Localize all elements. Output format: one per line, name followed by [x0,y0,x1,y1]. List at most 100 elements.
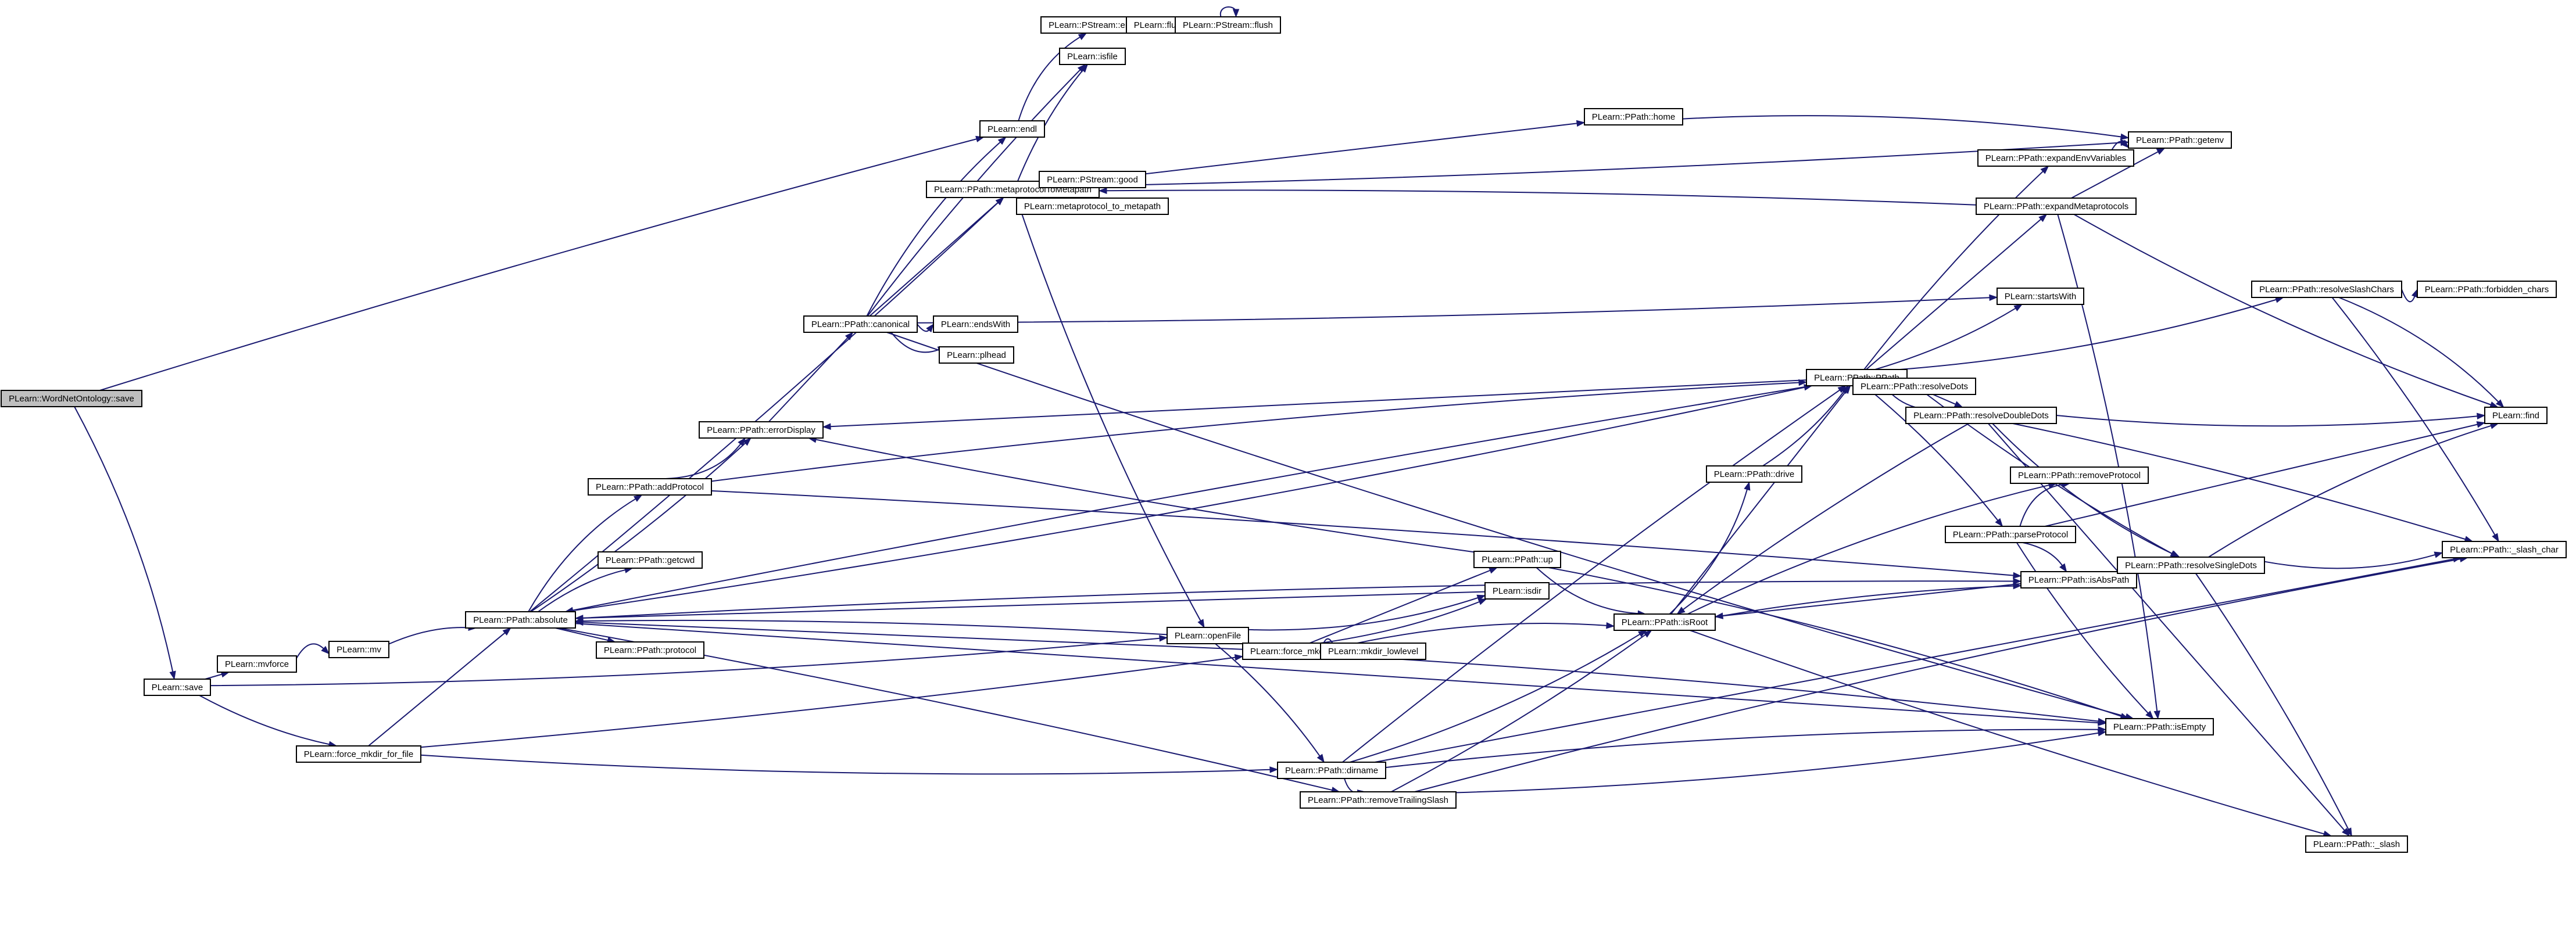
node-ppath-resolvedoubledots[interactable]: PLearn::PPath::resolveDoubleDots [1905,407,2057,424]
edge-openfile-to-isdir [1248,597,1479,631]
node-box [2128,131,2232,149]
arrowhead-icon [1232,9,1240,18]
arrowhead-icon [995,197,1004,206]
node-wordnetontology-save[interactable]: PLearn::WordNetOntology::save [1,390,142,407]
node-ppath-errordisplay[interactable]: PLearn::PPath::errorDisplay [699,421,824,439]
arrowhead-icon [1489,567,1498,574]
arrowhead-icon [2411,288,2418,298]
node-label: PLearn::PPath::absolute [473,615,568,625]
node-isdir[interactable]: PLearn::isdir [1484,582,1550,600]
node-endl[interactable]: PLearn::endl [979,120,1045,138]
node-ppath-isroot[interactable]: PLearn::PPath::isRoot [1613,613,1716,631]
node-ppath-forbidden-chars[interactable]: PLearn::PPath::forbidden_chars [2417,281,2557,298]
arrowhead-icon [2097,717,2107,725]
node-ppath-expandmetaprotocols[interactable]: PLearn::PPath::expandMetaprotocols [1976,198,2137,215]
edge-ppath-resolvedoubledots-to-ppath-isroot [1682,423,1969,611]
node-box [2305,835,2408,853]
node-mkdir-lowlevel[interactable]: PLearn::mkdir_lowlevel [1320,643,1426,660]
edge-ppath-resolvesingledots-to-ppath--slash-char [2264,554,2436,569]
node-label: PLearn::PPath::_slash_char [2450,545,2559,555]
edge-ppath-resolvedoubledots-to-find [2056,415,2478,427]
node-box [296,745,421,763]
node-ppath-resolveslashchars[interactable]: PLearn::PPath::resolveSlashChars [2251,281,2402,298]
edge-ppath-addprotocol-to-ppath-ppath [711,382,1800,482]
node-label: PLearn::PPath::removeTrailingSlash [1308,795,1448,805]
edge-ppath-ppath-to-ppath-expandmetaprotocols [1866,218,2042,370]
node-ppath-resolvedots[interactable]: PLearn::PPath::resolveDots [1852,378,1976,395]
node-ppath-getcwd[interactable]: PLearn::PPath::getcwd [598,551,703,569]
node-ppath-canonical[interactable]: PLearn::PPath::canonical [803,315,918,333]
node-save[interactable]: PLearn::save [144,679,211,696]
node-label: PLearn::PPath::resolveDots [1861,382,1968,392]
node-box [1167,627,1249,644]
node-ppath-drive[interactable]: PLearn::PPath::drive [1706,465,1802,483]
node-label: PLearn::plhead [947,350,1006,360]
node-box [2010,466,2149,484]
arrowhead-icon [2097,730,2107,737]
node-isfile[interactable]: PLearn::isfile [1059,48,1126,65]
node-label: PLearn::PPath::isEmpty [2113,722,2206,732]
edge-ppath-up-to-ppath-isroot [1536,567,1639,615]
edge-ppath-drive-to-ppath-ppath [1762,391,1845,466]
node-ppath-isabspath[interactable]: PLearn::PPath::isAbsPath [2020,571,2137,588]
node-ppath-isempty[interactable]: PLearn::PPath::isEmpty [2105,718,2214,735]
node-box [2117,557,2265,574]
node-ppath-parseprotocol[interactable]: PLearn::PPath::parseProtocol [1945,526,2076,543]
node-label: PLearn::save [152,683,203,692]
node-openfile[interactable]: PLearn::openFile [1167,627,1249,644]
node-mvforce[interactable]: PLearn::mvforce [217,655,297,673]
node-pstream-good[interactable]: PLearn::PStream::good [1039,171,1146,188]
node-pstream-flush[interactable]: PLearn::PStream::flush [1175,16,1281,34]
edge-ppath-isroot-to-ppath-removeprotocol [1687,484,2050,615]
arrowhead-icon [633,494,643,502]
node-box [1016,198,1169,215]
node-ppath-home[interactable]: PLearn::PPath::home [1584,108,1683,125]
arrowhead-icon [1098,187,1107,195]
node-ppath-protocol[interactable]: PLearn::PPath::protocol [596,641,704,659]
node-box [979,120,1045,138]
edge-ppath-expandmetaprotocols-to-ppath-getenv [2071,150,2159,199]
node-ppath-removetrailingslash[interactable]: PLearn::PPath::removeTrailingSlash [1300,791,1457,809]
edge-wordnetontology-save-to-save [74,406,174,673]
edge-ppath-parseprotocol-to-ppath-removeprotocol [2019,483,2063,527]
node-ppath-addprotocol[interactable]: PLearn::PPath::addProtocol [588,478,712,496]
node-box [933,315,1018,333]
node-endswith[interactable]: PLearn::endsWith [933,315,1018,333]
node-ppath--slash[interactable]: PLearn::PPath::_slash [2305,835,2408,853]
node-box [699,421,824,439]
node-mv[interactable]: PLearn::mv [328,641,389,658]
node-find[interactable]: PLearn::find [2484,407,2548,424]
edge-ppath-ppath-to-ppath-absolute [572,385,1812,611]
arrowhead-icon [1744,481,1751,491]
edge-ppath-isroot-to-ppath-ppath [1670,390,1847,615]
node-ppath-getenv[interactable]: PLearn::PPath::getenv [2128,131,2232,149]
edge-ppath-addprotocol-to-ppath-errordisplay [666,443,742,479]
node-ppath--slash-char[interactable]: PLearn::PPath::_slash_char [2442,541,2567,558]
edge-ppath-resolvesingledots-to-ppath--slash [2195,573,2349,830]
node-label: PLearn::PPath::removeProtocol [2018,471,2141,480]
arrowhead-icon [2120,133,2130,141]
edge-ppath-dirname-to-ppath-removetrailingslash [1344,778,1359,794]
edge-ppath-metaprotocoltometapath-to-ppath-home [1082,123,1578,182]
node-box [2105,718,2214,735]
node-ppath-expandenvvariables[interactable]: PLearn::PPath::expandEnvVariables [1977,149,2134,167]
edge-ppath-resolveslashchars-to-ppath--slash-char [2331,297,2496,536]
node-startswith[interactable]: PLearn::startsWith [1997,288,2084,305]
edge-ppath-expandenvvariables-to-ppath-getenv [2111,141,2124,150]
node-label: PLearn::mv [337,645,381,655]
arrowhead-icon [1234,654,1244,661]
edge-ppath-canonical-to-endl [866,141,1001,317]
node-force-mkdir-for-file[interactable]: PLearn::force_mkdir_for_file [296,745,421,763]
node-ppath-resolvesingledots[interactable]: PLearn::PPath::resolveSingleDots [2117,557,2265,574]
arrowhead-icon [1989,294,1998,302]
node-ppath-removeprotocol[interactable]: PLearn::PPath::removeProtocol [2010,466,2149,484]
node-plhead[interactable]: PLearn::plhead [939,346,1014,364]
node-ppath-absolute[interactable]: PLearn::PPath::absolute [465,611,576,629]
arrowhead-icon [1080,63,1089,73]
node-ppath-up[interactable]: PLearn::PPath::up [1473,551,1561,568]
node-metaprotocol-to-metapath[interactable]: PLearn::metaprotocol_to_metapath [1016,198,1169,215]
arrowhead-icon [502,627,511,636]
node-ppath-dirname[interactable]: PLearn::PPath::dirname [1277,762,1386,779]
node-label: PLearn::metaprotocol_to_metapath [1024,202,1161,211]
